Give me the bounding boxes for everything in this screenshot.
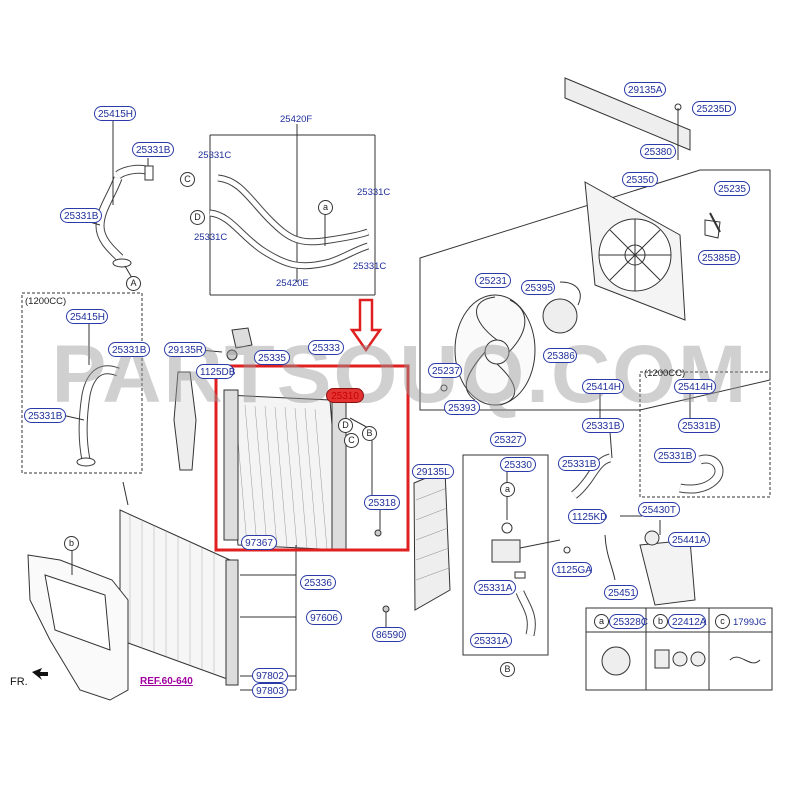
label-25331a[interactable]: 25331A: [474, 580, 516, 595]
callout-c-radiator: C: [344, 433, 359, 448]
legend-callout-c: c: [715, 614, 730, 629]
label-25310-highlighted[interactable]: 25310: [326, 388, 364, 403]
label-25414h[interactable]: 25414H: [582, 379, 624, 394]
label-1125db[interactable]: 1125DB: [196, 364, 235, 379]
label-29135a[interactable]: 29135A: [624, 82, 666, 97]
label-25237[interactable]: 25237: [428, 363, 462, 378]
label-1200cc-right: (1200CC): [644, 368, 686, 379]
callout-c: C: [180, 172, 195, 187]
front-indicator: FR.: [10, 676, 28, 688]
label-25333[interactable]: 25333: [308, 340, 344, 355]
label-1125kd[interactable]: 1125KD: [568, 509, 607, 524]
label-25235[interactable]: 25235: [714, 181, 750, 196]
label-97803[interactable]: 97803: [252, 683, 288, 698]
callout-b-radiator: B: [362, 426, 377, 441]
label-25331b[interactable]: 25331B: [678, 418, 720, 433]
label-25330[interactable]: 25330: [500, 457, 536, 472]
label-25331b[interactable]: 25331B: [108, 342, 150, 357]
label-25328c[interactable]: 25328C: [609, 614, 648, 629]
label-25393[interactable]: 25393: [444, 400, 480, 415]
label-25380[interactable]: 25380: [640, 144, 676, 159]
label-25335[interactable]: 25335: [254, 350, 290, 365]
label-25350[interactable]: 25350: [622, 172, 658, 187]
callout-b-lower: B: [500, 662, 515, 677]
label-25420f[interactable]: 25420F: [280, 114, 313, 125]
label-25331a[interactable]: 25331A: [470, 633, 512, 648]
label-25414h[interactable]: 25414H: [674, 379, 716, 394]
label-25231[interactable]: 25231: [475, 273, 511, 288]
callout-b-small: b: [64, 536, 79, 551]
callout-a-upper: A: [126, 276, 141, 291]
callout-a-reservoir: a: [500, 482, 515, 497]
label-25415h[interactable]: 25415H: [94, 106, 136, 121]
label-25331c[interactable]: 25331C: [198, 150, 232, 161]
label-25331b[interactable]: 25331B: [132, 142, 174, 157]
callout-a-small: a: [318, 200, 333, 215]
label-25441a[interactable]: 25441A: [668, 532, 710, 547]
label-25331b[interactable]: 25331B: [654, 448, 696, 463]
label-25331c[interactable]: 25331C: [194, 232, 228, 243]
label-25415h[interactable]: 25415H: [66, 309, 108, 324]
label-25235d[interactable]: 25235D: [692, 101, 736, 116]
legend-callout-a: a: [594, 614, 609, 629]
label-97802[interactable]: 97802: [252, 668, 288, 683]
label-29135r[interactable]: 29135R: [164, 342, 206, 357]
label-25385b[interactable]: 25385B: [698, 250, 740, 265]
label-25331c[interactable]: 25331C: [357, 187, 391, 198]
label-25331b[interactable]: 25331B: [558, 456, 600, 471]
label-25420e[interactable]: 25420E: [276, 278, 309, 289]
label-25430t[interactable]: 25430T: [638, 502, 680, 517]
label-25327[interactable]: 25327: [490, 432, 526, 447]
label-1125ga[interactable]: 1125GA: [552, 562, 592, 577]
label-29135l[interactable]: 29135L: [412, 464, 454, 479]
label-25331c[interactable]: 25331C: [353, 261, 387, 272]
label-97606[interactable]: 97606: [306, 610, 342, 625]
label-25331b[interactable]: 25331B: [60, 208, 102, 223]
label-25386[interactable]: 25386: [543, 348, 577, 363]
label-22412a[interactable]: 22412A: [668, 614, 706, 629]
label-86590[interactable]: 86590: [372, 627, 406, 642]
label-25331b[interactable]: 25331B: [582, 418, 624, 433]
label-97367[interactable]: 97367: [241, 535, 277, 550]
label-25331b[interactable]: 25331B: [24, 408, 66, 423]
label-25318[interactable]: 25318: [364, 495, 400, 510]
label-25395[interactable]: 25395: [521, 280, 555, 295]
label-1799jg[interactable]: 1799JG: [733, 617, 767, 628]
ref-link[interactable]: REF.60-640: [140, 676, 193, 687]
legend-callout-b: b: [653, 614, 668, 629]
label-1200cc-left: (1200CC): [25, 296, 67, 307]
callout-d: D: [190, 210, 205, 225]
label-25451[interactable]: 25451: [604, 585, 638, 600]
label-25336[interactable]: 25336: [300, 575, 336, 590]
callout-d-radiator: D: [338, 418, 353, 433]
